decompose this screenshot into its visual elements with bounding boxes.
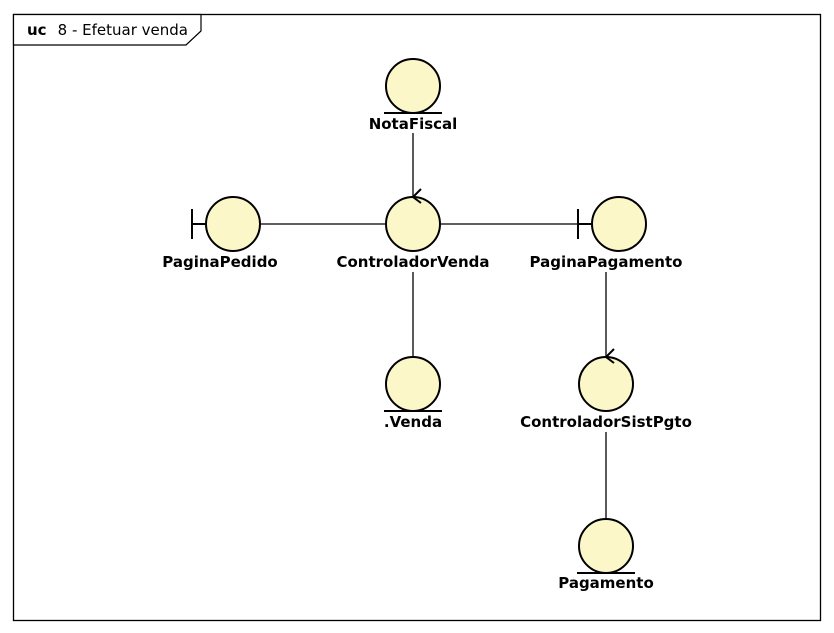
object-label-controladorvenda: ControladorVenda: [336, 253, 489, 271]
frame-keyword: uc: [27, 21, 47, 39]
frame-title: uc 8 - Efetuar venda: [27, 20, 188, 39]
object-paginapedido[interactable]: PaginaPedido: [162, 196, 278, 271]
control-arrow: [604, 348, 615, 364]
boundary-icon: [205, 196, 261, 252]
object-label-notafiscal: NotaFiscal: [369, 115, 458, 133]
object-pagamento[interactable]: Pagamento: [558, 518, 654, 592]
object-paginapagamento[interactable]: PaginaPagamento: [530, 196, 683, 271]
object-label-controladorsistpgto: ControladorSistPgto: [520, 413, 692, 431]
object-label-paginapedido: PaginaPedido: [162, 253, 277, 271]
control-icon: [385, 196, 441, 252]
object-venda[interactable]: .Venda: [384, 356, 442, 431]
entity-icon: [385, 58, 441, 114]
connector-lines: [260, 133, 607, 519]
object-notafiscal[interactable]: NotaFiscal: [369, 58, 458, 133]
object-controladorvenda[interactable]: ControladorVenda: [336, 188, 490, 271]
control-icon: [578, 356, 634, 412]
frame-tab: [12, 13, 202, 46]
boundary-icon: [591, 196, 647, 252]
entity-icon: [385, 356, 441, 412]
entity-icon: [578, 518, 634, 574]
object-label-venda: .Venda: [384, 413, 442, 431]
object-label-paginapagamento: PaginaPagamento: [530, 253, 683, 271]
diagram-frame: [12, 13, 822, 622]
object-controladorsistpgto[interactable]: ControladorSistPgto: [520, 348, 692, 431]
control-arrow: [411, 188, 422, 204]
object-label-pagamento: Pagamento: [558, 574, 654, 592]
frame-name: 8 - Efetuar venda: [58, 21, 188, 39]
